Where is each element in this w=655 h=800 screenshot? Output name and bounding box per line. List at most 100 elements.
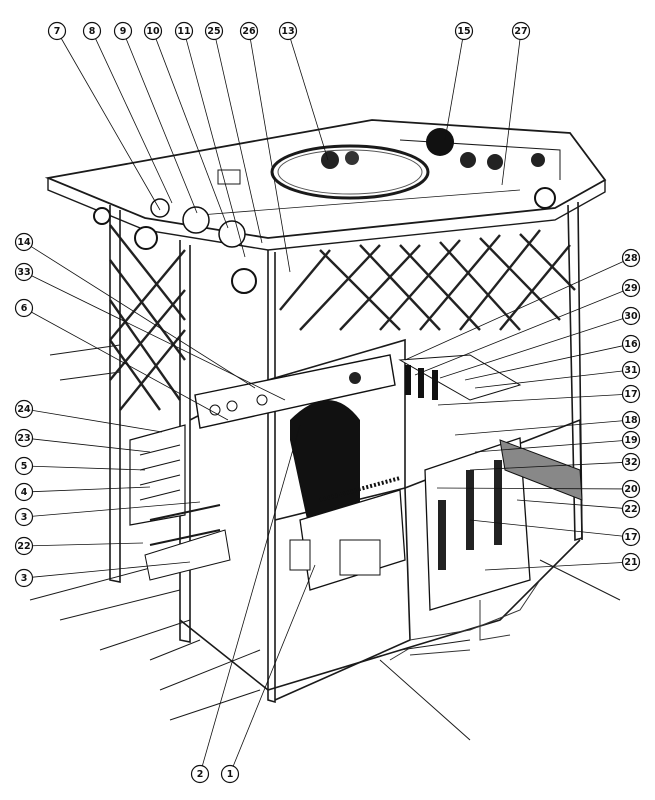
- callout-number: 26: [242, 26, 256, 37]
- leader-line-c1: [232, 564, 316, 767]
- callout-number: 13: [281, 26, 294, 37]
- callout-circle: [47, 21, 67, 41]
- callout-number: 7: [54, 26, 61, 37]
- callout-number: 1: [227, 769, 234, 780]
- callout-c3a: 3: [14, 507, 34, 527]
- leader-line-c9: [125, 38, 198, 214]
- callout-number: 17: [624, 532, 637, 543]
- callout-number: 22: [17, 541, 30, 552]
- callout-c13: 13: [278, 21, 298, 41]
- leader-line-c3b: [32, 561, 191, 578]
- callout-circle: [190, 764, 210, 784]
- callout-c28: 28: [621, 248, 641, 268]
- callout-c31: 31: [621, 360, 641, 380]
- callout-c17b: 17: [621, 527, 641, 547]
- leader-line-c22b: [516, 499, 623, 509]
- callout-number: 29: [624, 283, 637, 294]
- callout-circle: [621, 334, 641, 354]
- leader-line-c30: [439, 318, 624, 379]
- callout-c23: 23: [14, 428, 34, 448]
- leader-line-c24: [32, 410, 163, 433]
- leader-line-c25: [215, 39, 263, 244]
- callout-c8: 8: [82, 21, 102, 41]
- callout-circle: [621, 499, 641, 519]
- callout-circle: [174, 21, 194, 41]
- callout-circle: [621, 552, 641, 572]
- leader-line-c5: [32, 465, 146, 471]
- leader-line-c31: [474, 370, 623, 389]
- leader-line-c20: [436, 487, 623, 490]
- callout-circle: [14, 507, 34, 527]
- callout-circle: [14, 536, 34, 556]
- callout-number: 21: [624, 557, 637, 568]
- callout-circle: [82, 21, 102, 41]
- callout-c22a: 22: [14, 536, 34, 556]
- callout-circle: [14, 456, 34, 476]
- callout-circle: [14, 482, 34, 502]
- leader-line-c10: [155, 38, 229, 229]
- leader-line-c17b: [469, 519, 623, 537]
- leader-line-c7: [60, 38, 161, 211]
- callout-c18: 18: [621, 410, 641, 430]
- callout-number: 11: [177, 26, 190, 37]
- leader-line-c3a: [32, 501, 201, 517]
- callout-number: 3: [21, 573, 28, 584]
- callout-number: 18: [624, 415, 638, 426]
- callout-number: 22: [624, 504, 637, 515]
- callout-circle: [14, 568, 34, 588]
- callout-number: 28: [624, 253, 638, 264]
- callout-c26: 26: [239, 21, 259, 41]
- leader-line-c33: [31, 275, 286, 401]
- leader-line-c8: [95, 38, 173, 204]
- callout-number: 31: [624, 365, 637, 376]
- callout-c14: 14: [14, 232, 34, 252]
- callout-circle: [113, 21, 133, 41]
- callout-circle: [14, 428, 34, 448]
- leader-line-c15: [444, 39, 463, 141]
- callout-c5: 5: [14, 456, 34, 476]
- leader-line-c18: [454, 420, 623, 436]
- floor-lines: [29, 344, 621, 741]
- callout-circle: [14, 298, 34, 318]
- callout-number: 30: [624, 311, 638, 322]
- callout-c27: 27: [511, 21, 531, 41]
- leader-line-c4: [32, 486, 151, 493]
- leader-line-c16: [464, 345, 623, 381]
- callout-number: 25: [207, 26, 220, 37]
- callout-circle: [14, 399, 34, 419]
- callout-number: 20: [624, 484, 638, 495]
- callout-c6: 6: [14, 298, 34, 318]
- callout-circle: [204, 21, 224, 41]
- leader-line-c22a: [32, 542, 144, 547]
- callout-circle: [511, 21, 531, 41]
- leader-line-c32: [469, 462, 623, 471]
- leader-line-c13: [290, 39, 329, 161]
- callout-c30: 30: [621, 306, 641, 326]
- callout-circle: [454, 21, 474, 41]
- callout-c20: 20: [621, 479, 641, 499]
- callout-c29: 29: [621, 278, 641, 298]
- callout-number: 10: [146, 26, 160, 37]
- callout-circle: [14, 232, 34, 252]
- callout-number: 16: [624, 339, 638, 350]
- callout-number: 19: [624, 435, 637, 446]
- callout-c24: 24: [14, 399, 34, 419]
- callout-number: 4: [21, 487, 28, 498]
- callout-c11: 11: [174, 21, 194, 41]
- callout-number: 8: [89, 26, 96, 37]
- leader-line-c6: [31, 311, 229, 421]
- callout-c15: 15: [454, 21, 474, 41]
- callout-circle: [621, 384, 641, 404]
- callout-number: 6: [21, 303, 28, 314]
- callout-circle: [621, 410, 641, 430]
- leader-line-c17a: [437, 394, 623, 406]
- leader-line-c14: [30, 246, 256, 389]
- machine-illustration: [29, 119, 621, 741]
- callout-c2: 2: [190, 764, 210, 784]
- callout-number: 27: [514, 26, 527, 37]
- main-frame: [109, 201, 583, 704]
- callout-c19: 19: [621, 430, 641, 450]
- callout-c4: 4: [14, 482, 34, 502]
- callout-circle: [621, 452, 641, 472]
